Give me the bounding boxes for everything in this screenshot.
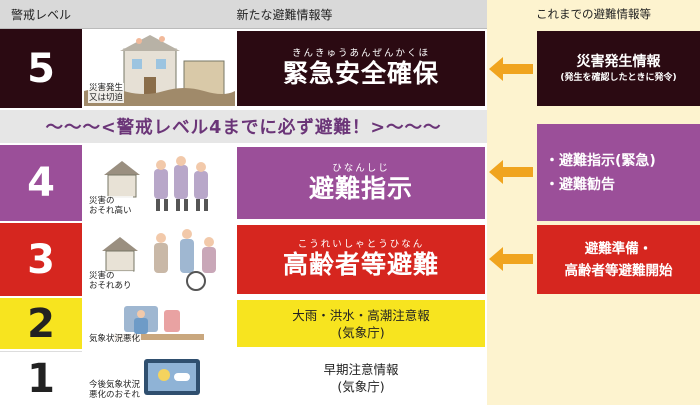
level-2-action: 大雨・洪水・高潮注意報 (気象庁) [237,300,485,347]
illustration-caption: 気象状況悪化 [88,334,142,344]
action-ruby: ひなんしじ [332,162,390,174]
arrow-left-icon [489,247,533,271]
level-4-action: ひなんしじ 避難指示 [237,147,485,219]
level-3-illustration: 災害の おそれあり [84,225,235,294]
action-ruby: きんきゅうあんぜんかくほ [291,48,430,59]
action-title: 高齢者等避難 [282,250,439,279]
action-line: 大雨・洪水・高潮注意報 [292,307,430,323]
illustration-caption: 今後気象状況 悪化のおそれ [88,380,142,400]
header-old-info: これまでの避難情報等 [487,0,700,28]
header-level-label: 警戒レベル [0,0,82,28]
level-number: 1 [27,355,55,402]
old-info-note: (発生を確認したときに発令) [560,73,677,83]
level-number: 3 [27,236,55,283]
level-2-illustration: 気象状況悪化 [84,300,235,347]
old-info-title: 災害発生情報 [576,54,661,70]
old-info-line: 高齢者等避難開始 [564,262,673,279]
action-title: 緊急安全確保 [282,59,439,88]
level-1-badge: 1 [0,351,82,405]
divider [0,28,487,29]
level-number: 4 [27,160,55,206]
elderly-evacuation-icon [102,229,216,291]
weather-worsening-icon [114,306,204,340]
header-level-text: 警戒レベル [10,7,71,22]
evacuation-banner: 〜〜〜<警戒レベル4までに必ず避難！>〜〜〜 [0,110,487,143]
level-4-illustration: 災害の おそれ高い [84,147,235,219]
old-info-item: ・避難指示(緊急) [545,152,656,169]
level-1-illustration: 今後気象状況 悪化のおそれ [84,353,235,403]
action-line: (気象庁) [337,324,385,340]
level-2-badge: 2 [0,298,82,349]
illustration-caption: 災害発生 又は切迫 [88,83,125,103]
level-3-badge: 3 [0,223,82,296]
flood-house-icon [84,35,235,106]
header-old-info-text: これまでの避難情報等 [536,7,651,21]
level-number: 2 [27,300,55,347]
action-line: (気象庁) [337,379,385,394]
header-new-info: 新たな避難情報等 [82,0,487,28]
arrow-left-icon [489,160,533,184]
illustration-caption: 災害の おそれあり [88,271,133,291]
old-info-level-3: 避難準備・ 高齢者等避難開始 [537,225,700,294]
level-4-badge: 4 [0,145,82,221]
level-5-badge: 5 [0,29,82,108]
level-5-illustration: 災害発生 又は切迫 [84,31,235,106]
old-info-line: 避難準備・ [584,240,653,257]
old-info-item: ・避難勧告 [545,176,615,193]
action-line: 早期注意情報 [323,362,399,377]
level-3-action: こうれいしゃとうひなん 高齢者等避難 [237,225,485,294]
banner-text: 〜〜〜<警戒レベル4までに必ず避難！>〜〜〜 [45,118,442,138]
level-5-action: きんきゅうあんぜんかくほ 緊急安全確保 [237,31,485,106]
action-ruby: こうれいしゃとうひなん [297,239,425,250]
level-number: 5 [27,45,55,92]
header-new-info-text: 新たな避難情報等 [236,7,333,22]
illustration-caption: 災害の おそれ高い [88,196,133,216]
evacuating-people-icon [104,156,208,211]
old-info-level-4: ・避難指示(緊急) ・避難勧告 [537,124,700,221]
level-1-action: 早期注意情報 (気象庁) [237,353,485,403]
arrow-left-icon [489,57,533,81]
old-info-level-5: 災害発生情報 (発生を確認したときに発令) [537,31,700,106]
action-title: 避難指示 [308,173,413,203]
weather-forecast-icon [144,359,200,395]
